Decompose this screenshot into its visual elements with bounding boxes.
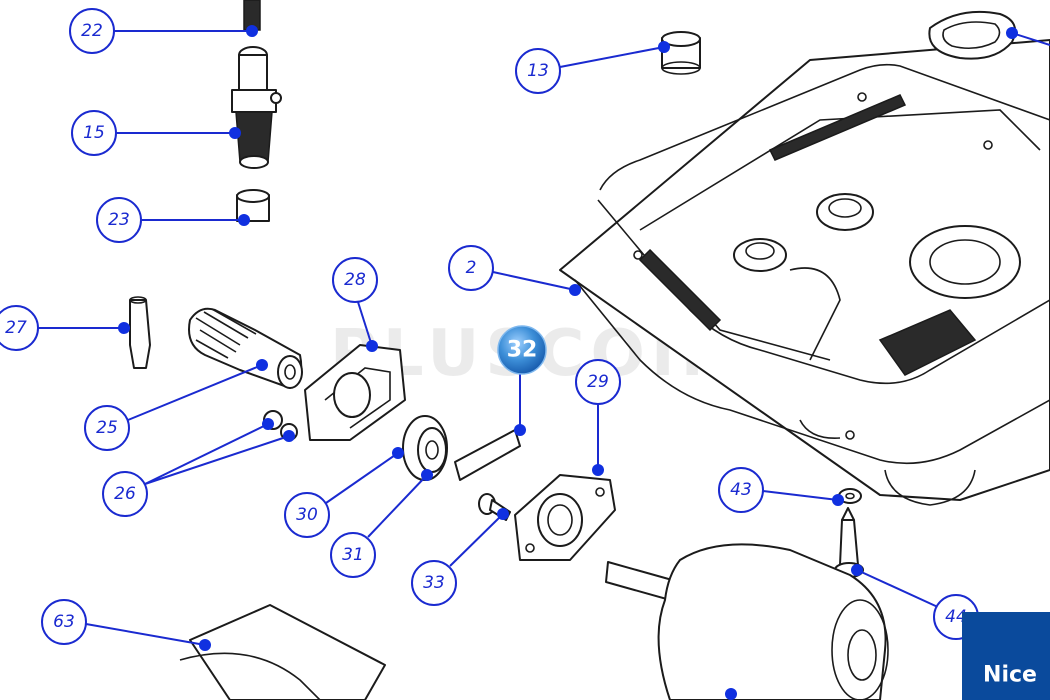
callout-63[interactable]: 63 [41, 599, 211, 651]
callout-offscreen-bottom [725, 688, 737, 700]
svg-text:33: 33 [423, 573, 445, 593]
housing-part [559, 39, 1050, 506]
callout-25[interactable]: 25 [84, 359, 268, 451]
svg-text:31: 31 [342, 545, 364, 565]
svg-text:13: 13 [527, 61, 549, 81]
pin-part [129, 296, 151, 369]
motor-part [605, 543, 889, 700]
callout-22[interactable]: 22 [69, 8, 258, 54]
svg-text:28: 28 [344, 270, 366, 290]
svg-text:22: 22 [81, 21, 103, 41]
svg-text:27: 27 [5, 318, 27, 338]
bracket-part [304, 344, 406, 441]
callout-29[interactable]: 29 [575, 359, 621, 476]
brand-logo-text: Nice [983, 663, 1037, 688]
callout-28[interactable]: 28 [332, 257, 378, 352]
encoder-plate-part [514, 474, 616, 561]
callout-offscreen-leader [1006, 27, 1050, 46]
callout-23[interactable]: 23 [96, 197, 250, 243]
svg-text:25: 25 [96, 418, 118, 438]
callout-43[interactable]: 43 [718, 467, 844, 513]
top-bushing-part [661, 31, 701, 75]
callout-2[interactable]: 2 [448, 245, 581, 296]
parts-artwork [129, 0, 1050, 700]
svg-text:30: 30 [296, 505, 318, 525]
callout-31[interactable]: 31 [330, 469, 433, 578]
svg-text:44: 44 [945, 607, 967, 627]
callout-27[interactable]: 27 [0, 305, 130, 351]
callout-32-highlighted[interactable]: 32 [497, 325, 547, 436]
svg-text:32: 32 [507, 338, 538, 363]
strip-part [454, 429, 521, 481]
svg-text:43: 43 [730, 480, 752, 500]
callout-15[interactable]: 15 [71, 110, 241, 156]
worm-screw-part [188, 307, 303, 389]
bearing-part [402, 415, 448, 481]
callout-26[interactable]: 26 [102, 418, 295, 517]
label-sheet-part [179, 604, 386, 700]
callout-30[interactable]: 30 [284, 447, 404, 538]
pinion-gear-part [231, 46, 282, 169]
svg-text:23: 23 [108, 210, 130, 230]
svg-text:26: 26 [114, 484, 136, 504]
svg-text:15: 15 [83, 123, 105, 143]
svg-text:29: 29 [587, 372, 609, 392]
callout-13[interactable]: 13 [515, 41, 670, 94]
brand-logo: Nice [962, 612, 1050, 700]
svg-text:63: 63 [53, 612, 75, 632]
gasket-part [928, 10, 1016, 60]
svg-text:2: 2 [466, 258, 477, 278]
callout-33[interactable]: 33 [411, 508, 509, 606]
